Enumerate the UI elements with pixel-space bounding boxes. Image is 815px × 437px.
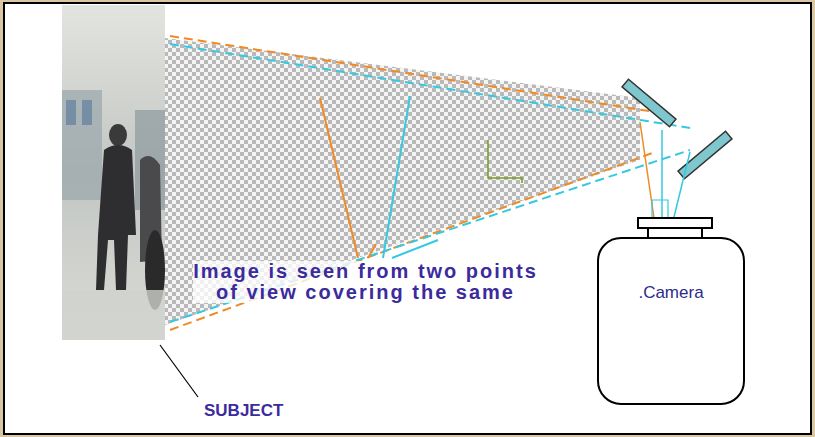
leader-line xyxy=(160,345,198,397)
subject-photo xyxy=(62,5,165,340)
callout-note: Image is seen from two points of view co… xyxy=(193,261,538,303)
mirror-pair xyxy=(622,79,732,225)
leader-line xyxy=(383,96,410,258)
leader-line xyxy=(392,240,438,258)
camera-body: .Camera xyxy=(597,237,745,405)
view-line xyxy=(170,36,655,112)
subject-label: SUBJECT xyxy=(204,400,334,421)
view-line xyxy=(170,44,690,128)
leader-line xyxy=(368,244,376,258)
camera-mount xyxy=(638,218,712,228)
camera-label: .Camera xyxy=(605,283,737,303)
marker xyxy=(488,140,522,183)
leader-line xyxy=(320,98,358,258)
field-of-view xyxy=(165,38,640,325)
